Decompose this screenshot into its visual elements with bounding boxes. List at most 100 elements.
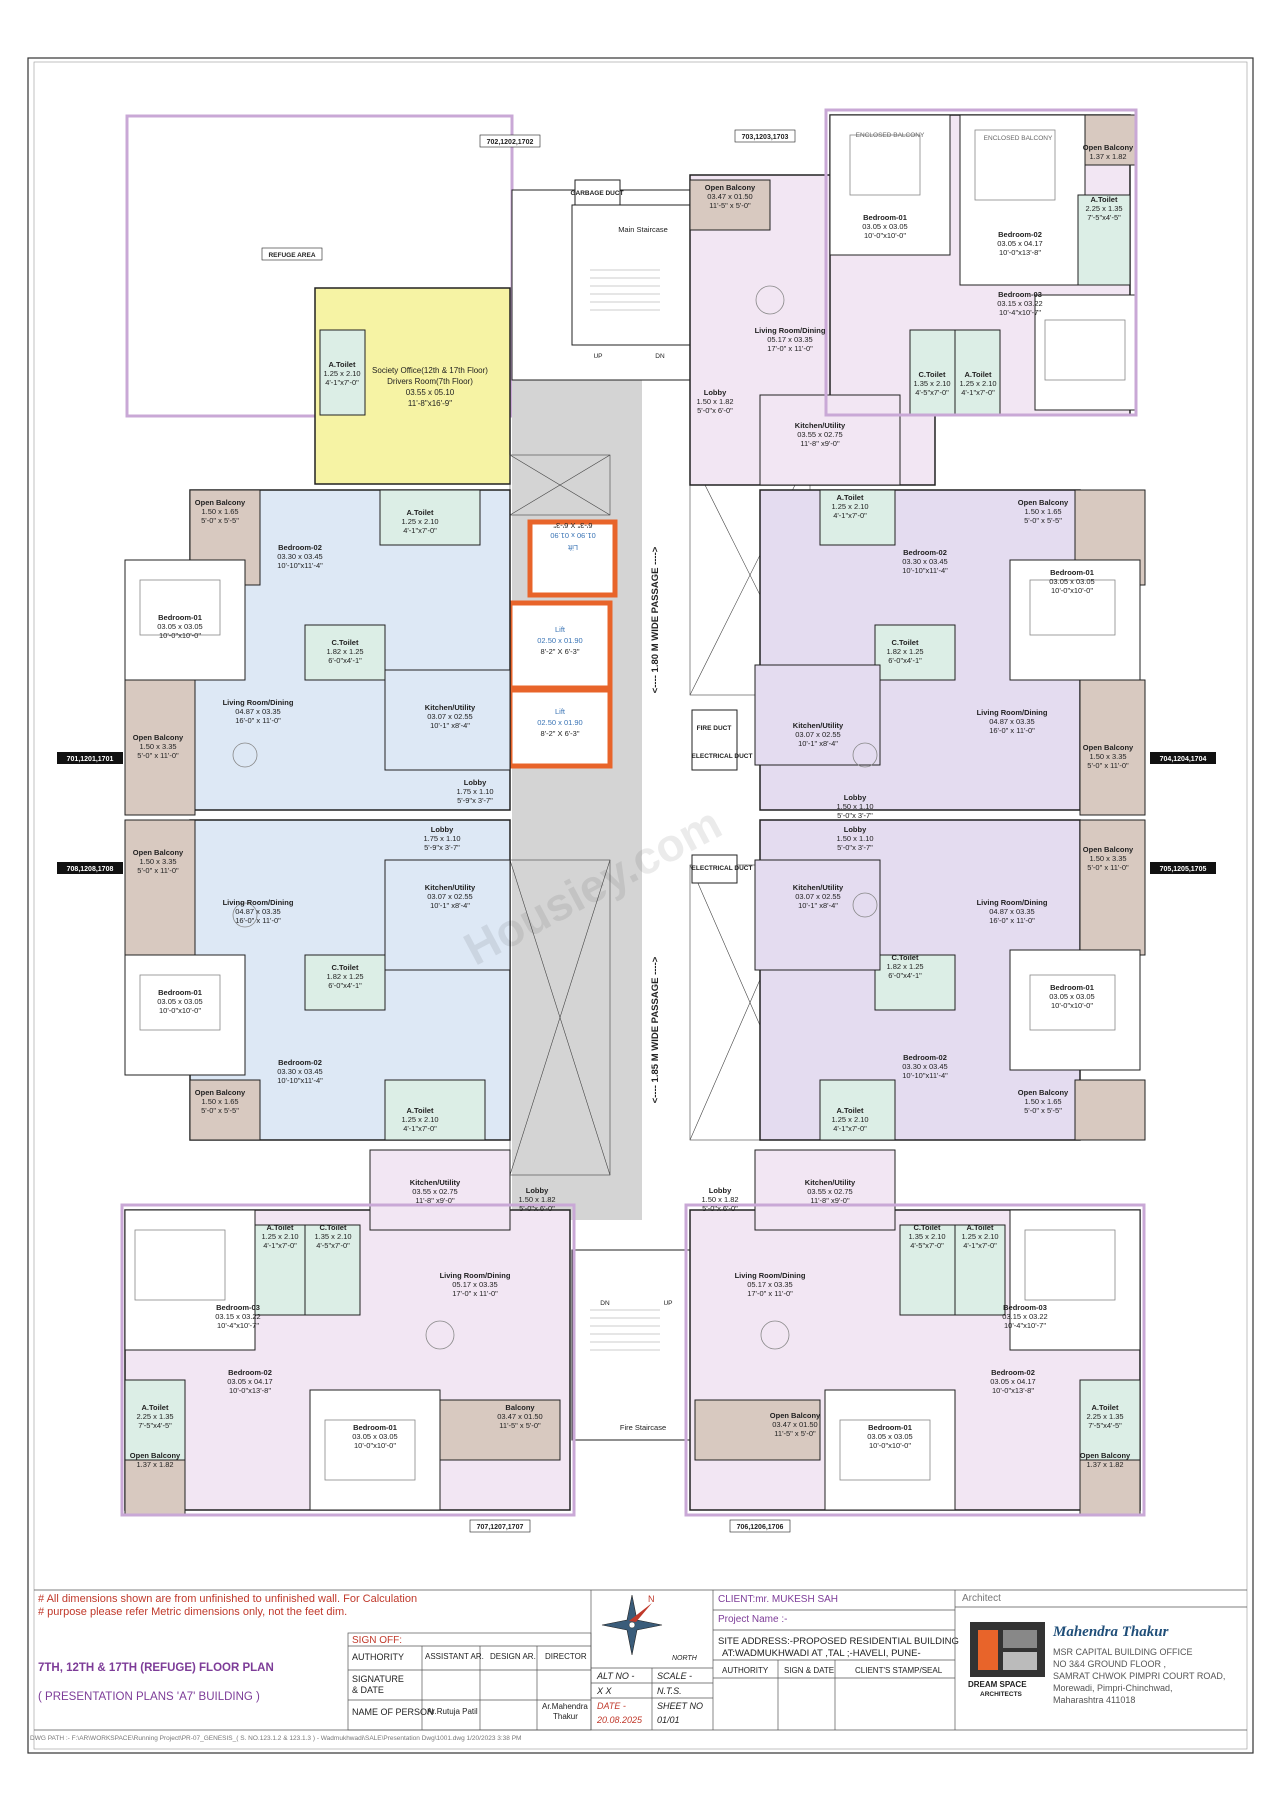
fire-stair-up: UP (663, 1300, 672, 1307)
north-label: NORTH (672, 1655, 697, 1662)
unit-tag-mid-right-lower: 705,1205,1705 (1160, 866, 1207, 873)
architect-name: Mahendra Thakur (1053, 1624, 1169, 1640)
room-dimension-label: 03.30 x 03.45 (277, 552, 322, 561)
room-dimension-label: 11'-8" x9'-0" (800, 439, 840, 448)
room-dimension-label: 16'-0" x 11'-0" (989, 726, 1035, 735)
room-dimension-label: 1.50 x 1.10 (836, 834, 873, 843)
room-dimension-label: 03.30 x 03.45 (902, 1062, 947, 1071)
room-dimension-label: 4'-1"x7'-0" (403, 526, 437, 535)
room-dimension-label: 4'-1"x7'-0" (963, 1241, 997, 1250)
passage-label-top: <---- 1.80 M WIDE PASSAGE ----> (650, 546, 661, 693)
room-name-label: C.Toilet (320, 1223, 347, 1232)
room-dimension-label: 10'-0"x13'-8" (999, 248, 1041, 257)
architect-address-2: NO 3&4 GROUND FLOOR , (1053, 1659, 1167, 1669)
signoff-person-director-1: Ar.Mahendra (542, 1702, 588, 1711)
room-dimension-label: 10'-4"x10'-7" (1004, 1321, 1046, 1330)
room-dimension-label: 6'-0"x4'-1" (328, 656, 362, 665)
room-dimension-label: 1.25 x 2.10 (261, 1232, 298, 1241)
room-dimension-label: 1.25 x 2.10 (831, 1115, 868, 1124)
logo-text-2: ARCHITECTS (980, 1691, 1022, 1698)
scale-label: SCALE - (657, 1671, 693, 1681)
room-name-label: Kitchen/Utility (805, 1178, 856, 1187)
room-dimension-label: 1.25 x 2.10 (323, 369, 360, 378)
room-dimension-label: 10'-10"x11'-4" (277, 1076, 323, 1085)
sheet-value: 01/01 (657, 1715, 680, 1725)
room-name-label: Kitchen/Utility (793, 721, 844, 730)
room-dimension-label: 5'-0"x 6'-0" (519, 1204, 555, 1213)
room-dimension-label: 1.75 x 1.10 (423, 834, 460, 843)
room-dimension-label: 1.50 x 1.65 (201, 1097, 238, 1106)
room-dimension-label: 1.50 x 1.65 (201, 507, 238, 516)
room-name-label: Lobby (431, 825, 454, 834)
room-name-label: Lobby (464, 778, 487, 787)
room-dimension-label: 03.47 x 01.50 (497, 1412, 542, 1421)
north-arrow-icon (601, 1594, 663, 1656)
room-dimension-label: 1.50 x 1.10 (836, 802, 873, 811)
room-dimension-label: 03.55 x 02.75 (797, 430, 842, 439)
room-name-label: Balcony (505, 1403, 535, 1412)
room-dimension-label: 10'-0"x10'-0" (354, 1441, 396, 1450)
room-dimension-label: 10'-0"x10'-0" (1051, 586, 1093, 595)
room-dimension-label: 5'-0" x 5'-5" (201, 516, 239, 525)
room-dimension-label: 5'-0" x 11'-0" (137, 866, 179, 875)
room-dimension-label: 1.25 x 2.10 (401, 517, 438, 526)
room-dimension-label: 03.07 x 02.55 (427, 892, 472, 901)
main-staircase-label: Main Staircase (618, 225, 668, 234)
lift-1-size: 02.50 x 01.90 (537, 718, 582, 727)
unit-tag-bottom-left: 707,1207,1707 (477, 1524, 524, 1531)
room-dimension-label: 4'-5"x7'-0" (316, 1241, 350, 1250)
signoff-signature: SIGNATURE (352, 1674, 404, 1684)
room-dimension-label: 4'-5"x7'-0" (910, 1241, 944, 1250)
room-dimension-label: 1.25 x 2.10 (831, 502, 868, 511)
room-dimension-label: 10'-0"x10'-0" (864, 231, 906, 240)
room-dimension-label: 1.50 x 1.82 (701, 1195, 738, 1204)
room-dimension-label: 03.05 x 04.17 (997, 239, 1042, 248)
signoff-assistant: ASSISTANT AR. (425, 1652, 484, 1661)
plan-subtitle: ( PRESENTATION PLANS 'A7' BUILDING ) (38, 1691, 260, 1703)
room-dimension-label: 1.82 x 1.25 (326, 647, 363, 656)
room-dimension-label: 11'-8" x9'-0" (810, 1196, 850, 1205)
room-dimension-label: 11'-5" x 5'-0" (499, 1421, 541, 1430)
room-dimension-label: 2.25 x 1.35 (1086, 1412, 1123, 1421)
signoff-design: DESIGN AR. (490, 1652, 536, 1661)
room-dimension-label: 03.07 x 02.55 (427, 712, 472, 721)
room-name-label: Open Balcony (770, 1411, 821, 1420)
room-dimension-label: 11'-8" x9'-0" (415, 1196, 455, 1205)
project-name: Project Name :- (718, 1614, 788, 1625)
room-name-label: Bedroom-01 (353, 1423, 397, 1432)
room-dimension-label: 6'-0"x4'-1" (888, 656, 922, 665)
room-name-label: Bedroom-02 (278, 543, 322, 552)
lift-2-name: Lift (555, 625, 566, 634)
room-name-label: A.Toilet (967, 1223, 994, 1232)
lift-3-ft: 6'-3" X 6'-3" (553, 521, 592, 530)
room-name-label: Kitchen/Utility (795, 421, 846, 430)
alt-no-value: X X (597, 1686, 612, 1696)
plan-title: 7TH, 12TH & 17TH (REFUGE) FLOOR PLAN (38, 1662, 274, 1674)
room-dimension-label: 5'-0"x 6'-0" (697, 406, 733, 415)
signoff-name-of-person: NAME OF PERSON (352, 1707, 434, 1717)
room-dimension-label: 1.50 x 1.65 (1024, 507, 1061, 516)
room-name-label: Open Balcony (195, 498, 246, 507)
room-dimension-label: 1.82 x 1.25 (886, 647, 923, 656)
north-letter: N (648, 1594, 655, 1604)
room-name-label: Living Room/Dining (223, 698, 294, 707)
fire-staircase-label: Fire Staircase (620, 1423, 666, 1432)
enclosed-balcony-label-2: ENCLOSED BALCONY (984, 135, 1053, 142)
room-dimension-label: 03.05 x 04.17 (990, 1377, 1035, 1386)
room-dimension-label: 03.05 x 03.05 (352, 1432, 397, 1441)
date-label: DATE - (597, 1701, 626, 1711)
room-name-label: Bedroom-01 (868, 1423, 912, 1432)
room-dimension-label: 2.25 x 1.35 (1085, 204, 1122, 213)
room-name-label: Open Balcony (1083, 143, 1134, 152)
room-name-label: Open Balcony (130, 1451, 181, 1460)
room-dimension-label: 10'-0"x10'-0" (869, 1441, 911, 1450)
signoff-and-date: & DATE (352, 1685, 384, 1695)
lift-2-size: 02.50 x 01.90 (537, 636, 582, 645)
room-dimension-label: 1.37 x 1.82 (1086, 1460, 1123, 1469)
room-dimension-label: 4'-1"x7'-0" (833, 511, 867, 520)
room-name-label: Living Room/Dining (223, 898, 294, 907)
room-dimension-label: 17'-0" x 11'-0" (452, 1289, 498, 1298)
room-name-label: C.Toilet (919, 370, 946, 379)
fire-staircase (571, 1249, 691, 1441)
room-name-label: Bedroom-02 (991, 1368, 1035, 1377)
